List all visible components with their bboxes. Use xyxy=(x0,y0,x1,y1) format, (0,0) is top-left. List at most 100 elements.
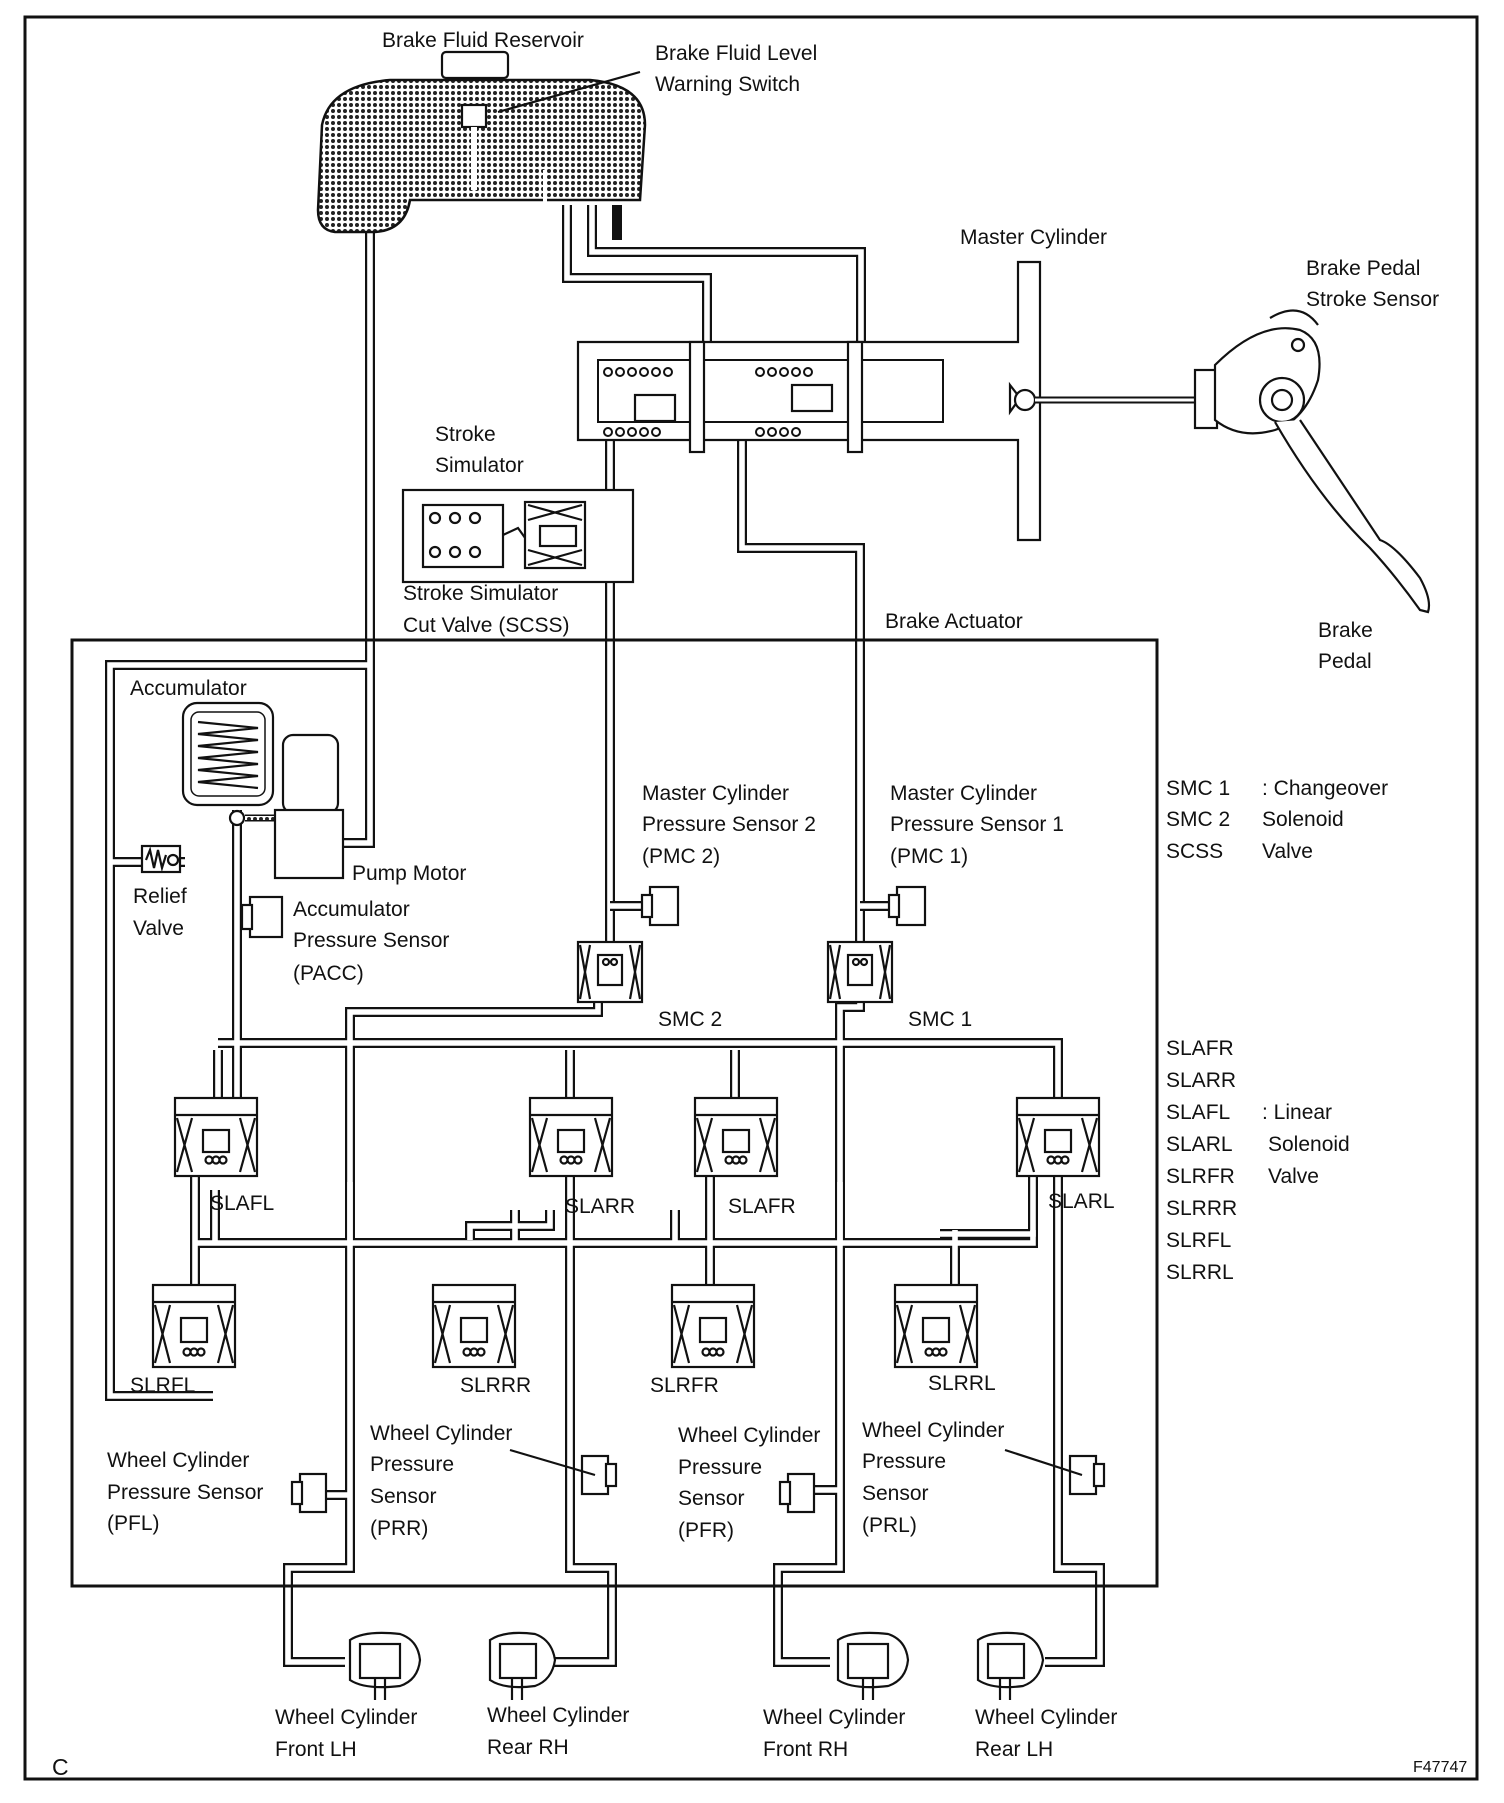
slrrr-valve xyxy=(431,1283,517,1369)
slrrr-label: SLRRR xyxy=(460,1374,531,1397)
prr-leader xyxy=(509,1448,596,1477)
wc-rear-rh-label-2: Rear RH xyxy=(487,1736,569,1759)
slafl-valve xyxy=(173,1096,259,1178)
relief-valve-label-2: Valve xyxy=(133,917,184,940)
brake-pedal-label: Brake xyxy=(1318,619,1373,642)
pump-motor xyxy=(273,733,345,880)
legend-linear-code: SLARL xyxy=(1166,1133,1233,1156)
smc1-valve xyxy=(826,940,894,1004)
pacc-label: Accumulator xyxy=(293,898,410,921)
prl-leader xyxy=(1004,1448,1083,1477)
slrrl-label: SLRRL xyxy=(928,1372,996,1395)
prl-label-3: Sensor xyxy=(862,1482,929,1505)
legend-linear-code: SLRFL xyxy=(1166,1229,1231,1252)
prr-label-4: (PRR) xyxy=(370,1517,428,1540)
legend-linear-code: SLARR xyxy=(1166,1069,1236,1092)
pmc2-label: Master Cylinder xyxy=(642,782,789,805)
outer-frame xyxy=(23,15,1479,1781)
pmc1-label-3: (PMC 1) xyxy=(890,845,968,868)
brake-pedal-label-2: Pedal xyxy=(1318,650,1372,673)
legend-linear-code: SLRFR xyxy=(1166,1165,1235,1188)
legend-linear-desc: : Linear xyxy=(1262,1101,1332,1124)
pedal-sensor-label-2: Stroke Sensor xyxy=(1306,288,1439,311)
pfr-label-4: (PFR) xyxy=(678,1519,734,1542)
pmc2-label-2: Pressure Sensor 2 xyxy=(642,813,816,836)
smc2-label: SMC 2 xyxy=(658,1008,722,1031)
pfr-label-3: Sensor xyxy=(678,1487,745,1510)
pacc-label-3: (PACC) xyxy=(293,962,364,985)
prr-sensor xyxy=(580,1454,618,1496)
legend-linear-code: SLAFR xyxy=(1166,1037,1234,1060)
relief-valve-label: Relief xyxy=(133,885,187,908)
pipe-network xyxy=(105,205,1105,1667)
pacc-sensor xyxy=(240,895,284,939)
legend-changeover-desc: Solenoid xyxy=(1262,808,1344,831)
pmc2-sensor xyxy=(610,885,680,927)
pmc1-label-2: Pressure Sensor 1 xyxy=(890,813,1064,836)
legend-linear-code: SLRRR xyxy=(1166,1197,1237,1220)
brake-actuator-box xyxy=(70,638,1159,1588)
pfl-label-3: (PFL) xyxy=(107,1512,160,1535)
brake-fluid-reservoir xyxy=(316,50,647,234)
accumulator-label: Accumulator xyxy=(130,677,247,700)
wc-front-lh-label-2: Front LH xyxy=(275,1738,357,1761)
wc-front-rh-label-2: Front RH xyxy=(763,1738,848,1761)
wc-front-rh-label: Wheel Cylinder xyxy=(763,1706,905,1729)
pump-motor-label: Pump Motor xyxy=(352,862,466,885)
slrfr-label: SLRFR xyxy=(650,1374,719,1397)
pfr-sensor xyxy=(778,1472,816,1514)
wc-front-lh-label: Wheel Cylinder xyxy=(275,1706,417,1729)
wc-rear-lh-label-2: Rear LH xyxy=(975,1738,1053,1761)
scss-label: Stroke Simulator xyxy=(403,582,558,605)
prl-label-4: (PRL) xyxy=(862,1514,917,1537)
wc-rear-lh-label: Wheel Cylinder xyxy=(975,1706,1117,1729)
pedal-sensor-label: Brake Pedal xyxy=(1306,257,1420,280)
level-switch-leader xyxy=(497,70,641,114)
master-cylinder xyxy=(576,260,1215,542)
smc2-valve xyxy=(576,940,644,1004)
slrfr-valve xyxy=(670,1283,756,1369)
prr-label-2: Pressure xyxy=(370,1453,454,1476)
slrfl-label: SLRFL xyxy=(130,1374,195,1397)
wheel-cylinder-rear-rh xyxy=(488,1631,557,1700)
slrrl-valve xyxy=(893,1283,979,1369)
legend-changeover-desc: : Changeover xyxy=(1262,777,1388,800)
legend-linear-desc: Valve xyxy=(1268,1165,1319,1188)
wc-rear-rh-label: Wheel Cylinder xyxy=(487,1704,629,1727)
accumulator xyxy=(181,701,284,845)
pmc1-label: Master Cylinder xyxy=(890,782,1037,805)
legend-changeover-desc: Valve xyxy=(1262,840,1313,863)
legend-linear-code: SLRRL xyxy=(1166,1261,1234,1284)
prl-label: Wheel Cylinder xyxy=(862,1419,1004,1442)
legend-linear-code: SLAFL xyxy=(1166,1101,1230,1124)
pfl-label: Wheel Cylinder xyxy=(107,1449,249,1472)
legend-changeover-code: SMC 2 xyxy=(1166,808,1230,831)
wheel-cylinder-front-rh xyxy=(836,1631,910,1700)
pfl-label-2: Pressure Sensor xyxy=(107,1481,263,1504)
legend-changeover-code: SMC 1 xyxy=(1166,777,1230,800)
pmc1-sensor xyxy=(860,885,927,927)
slarl-valve xyxy=(1015,1096,1101,1178)
wheel-cylinder-rear-lh xyxy=(976,1631,1045,1700)
stroke-simulator-label-2: Simulator xyxy=(435,454,524,477)
reservoir-label: Brake Fluid Reservoir xyxy=(382,29,584,52)
brake-pedal-assembly xyxy=(1193,309,1431,614)
slafr-label: SLAFR xyxy=(728,1195,796,1218)
prl-sensor xyxy=(1068,1454,1106,1496)
panel-letter: C xyxy=(52,1754,69,1780)
level-switch-label: Brake Fluid Level xyxy=(655,42,817,65)
slrfl-valve xyxy=(151,1283,237,1369)
scss-label-2: Cut Valve (SCSS) xyxy=(403,614,570,637)
level-switch-label-2: Warning Switch xyxy=(655,73,800,96)
brake-actuator-label: Brake Actuator xyxy=(885,610,1023,633)
legend-changeover-code: SCSS xyxy=(1166,840,1223,863)
pacc-label-2: Pressure Sensor xyxy=(293,929,449,952)
prr-label: Wheel Cylinder xyxy=(370,1422,512,1445)
stroke-simulator-label: Stroke xyxy=(435,423,496,446)
relief-valve xyxy=(140,844,182,874)
prl-label-2: Pressure xyxy=(862,1450,946,1473)
pfr-label: Wheel Cylinder xyxy=(678,1424,820,1447)
pmc2-label-3: (PMC 2) xyxy=(642,845,720,868)
slafr-valve xyxy=(693,1096,779,1178)
